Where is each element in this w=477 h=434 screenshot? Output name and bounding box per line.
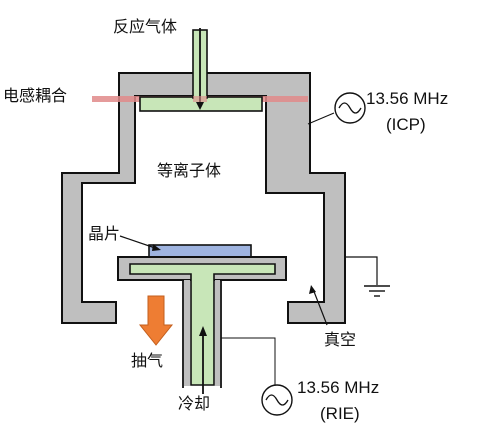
cooling-flow-arrowhead [199, 326, 207, 336]
exhaust-label: 抽气 [131, 351, 164, 370]
cooling-label: 冷却 [178, 394, 211, 413]
exhaust-arrow [138, 295, 174, 346]
wafer [148, 244, 252, 258]
wafer-pointer-arrowhead [152, 244, 161, 251]
icp-mode-label: (ICP) [386, 115, 426, 134]
inductive-coupling-label: 电感耦合 [3, 86, 68, 105]
icp-lead-line [307, 112, 335, 125]
vacuum-pointer-arrowhead [309, 285, 316, 294]
ground-wire [345, 256, 378, 285]
icp-frequency-label: 13.56 MHz [366, 89, 449, 108]
gas-flow-arrowhead [196, 102, 204, 110]
cooling-channel [129, 263, 276, 386]
rie-frequency-label: 13.56 MHz [297, 378, 380, 397]
rie-mode-label: (RIE) [320, 404, 360, 423]
reactant-gas-label: 反应气体 [113, 17, 178, 36]
rie-lead-line [221, 337, 276, 387]
ground-icon [364, 285, 390, 297]
plasma-label: 等离子体 [157, 161, 222, 180]
wafer-label: 晶片 [88, 224, 121, 243]
vacuum-label: 真空 [324, 330, 357, 349]
